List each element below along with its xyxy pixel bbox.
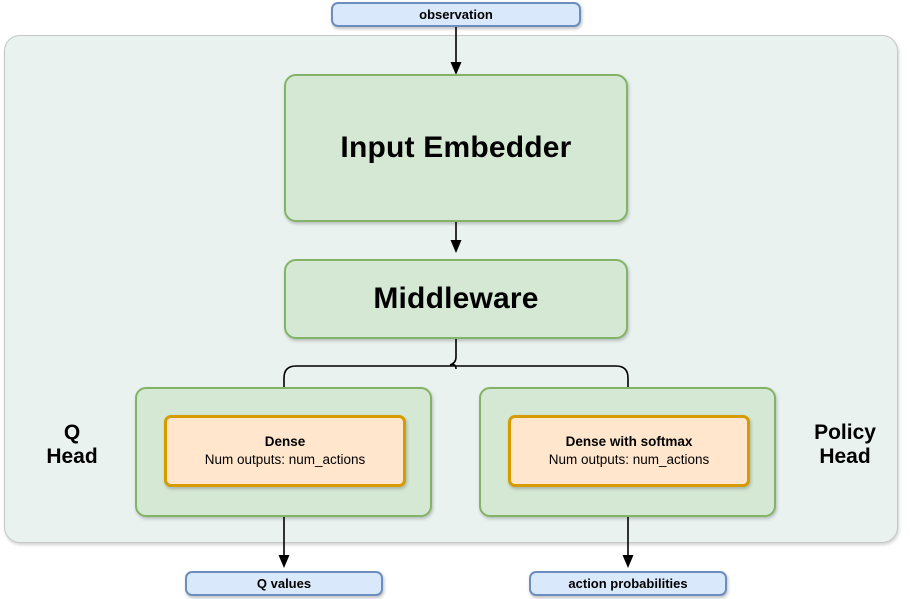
label-policy-head-line1: Policy xyxy=(814,421,876,444)
node-action-probabilities-label: action probabilities xyxy=(568,576,688,591)
node-policy-dense[interactable]: Dense with softmax Num outputs: num_acti… xyxy=(508,415,750,487)
node-q-dense-subtitle: Num outputs: num_actions xyxy=(204,452,366,467)
node-q-dense[interactable]: Dense Num outputs: num_actions xyxy=(164,415,406,487)
label-q-head-line1: Q xyxy=(63,421,81,444)
label-q-head: Q Head xyxy=(24,421,120,468)
node-policy-dense-subtitle: Num outputs: num_actions xyxy=(548,452,710,467)
node-action-probabilities[interactable]: action probabilities xyxy=(529,571,727,596)
node-middleware[interactable]: Middleware xyxy=(284,259,628,339)
node-policy-dense-title: Dense with softmax xyxy=(565,433,693,449)
group-policy-head[interactable]: Dense with softmax Num outputs: num_acti… xyxy=(479,387,776,517)
group-q-head[interactable]: Dense Num outputs: num_actions xyxy=(135,387,432,517)
node-q-values-label: Q values xyxy=(256,576,312,591)
node-input-embedder-label: Input Embedder xyxy=(340,131,572,164)
node-q-dense-title: Dense xyxy=(264,433,306,449)
label-policy-head-line2: Head xyxy=(819,444,871,468)
label-policy-head: Policy Head xyxy=(790,421,900,468)
node-middleware-label: Middleware xyxy=(373,282,539,315)
node-observation[interactable]: observation xyxy=(331,2,581,27)
node-observation-label: observation xyxy=(419,7,493,22)
node-input-embedder[interactable]: Input Embedder xyxy=(284,74,628,222)
label-q-head-line2: Head xyxy=(46,444,98,468)
node-q-values[interactable]: Q values xyxy=(185,571,383,596)
